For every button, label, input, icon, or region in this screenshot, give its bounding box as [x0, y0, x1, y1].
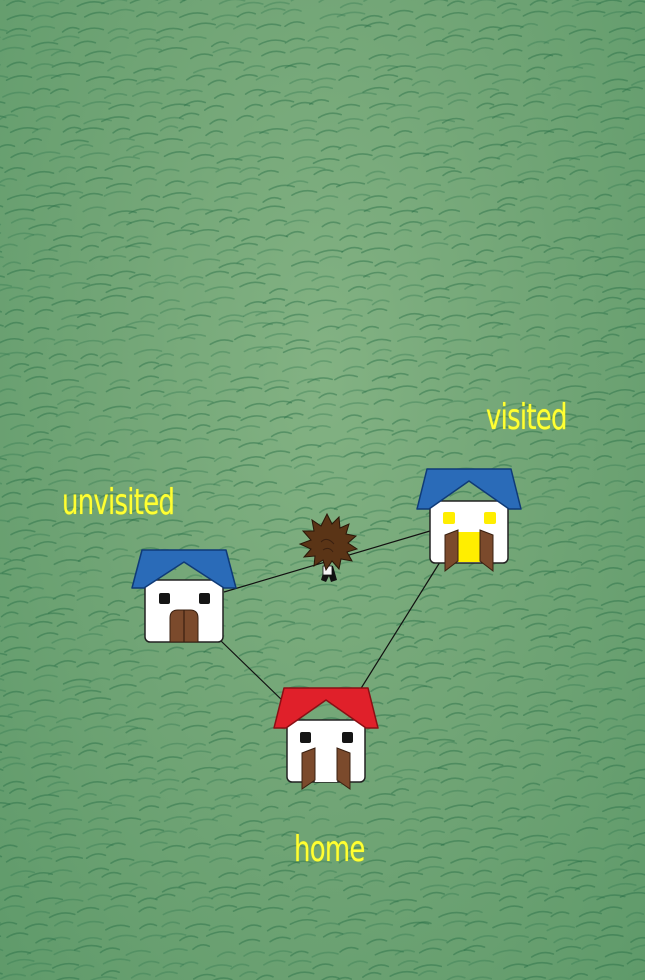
- house-door-open-left: [301, 747, 316, 790]
- house-door-open-right: [479, 529, 494, 573]
- label-unvisited: unvisited: [62, 482, 175, 523]
- house-window-left: [159, 593, 170, 604]
- path-unvisited-home[interactable]: [219, 639, 286, 704]
- house-home[interactable]: [273, 687, 379, 790]
- house-unvisited[interactable]: [131, 549, 237, 643]
- house-window-left: [300, 732, 311, 743]
- house-door-open-left: [444, 529, 459, 573]
- house-window-lit-left: [443, 512, 455, 524]
- house-window-lit-right: [484, 512, 496, 524]
- house-roof: [273, 687, 379, 729]
- path-visited-home[interactable]: [359, 561, 441, 691]
- label-home: home: [294, 829, 365, 870]
- house-doorway: [315, 750, 337, 782]
- house-roof: [131, 549, 237, 589]
- house-door-open-right: [336, 747, 351, 790]
- house-window-right: [342, 732, 353, 743]
- house-roof: [416, 468, 522, 510]
- character-hair: [298, 512, 359, 572]
- label-visited: visited: [486, 397, 567, 438]
- house-window-right: [199, 593, 210, 604]
- house-doorway-lit: [458, 532, 480, 562]
- character-traveler[interactable]: [298, 512, 359, 582]
- house-visited[interactable]: [416, 468, 522, 573]
